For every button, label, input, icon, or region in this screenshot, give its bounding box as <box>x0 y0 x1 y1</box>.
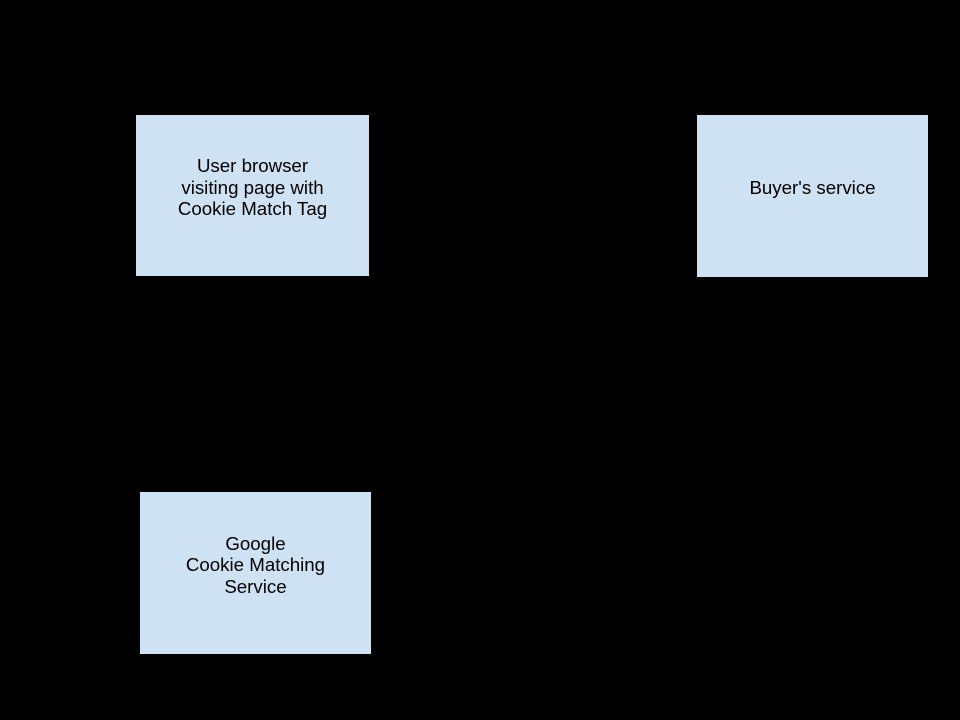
node-google-cookie-matching-service-label: Google Cookie Matching Service <box>140 533 371 598</box>
node-user-browser-label: User browser visiting page with Cookie M… <box>136 155 369 220</box>
node-label-line: Buyer's service <box>749 177 876 199</box>
node-label-line: visiting page with <box>181 176 324 198</box>
node-user-browser: User browser visiting page with Cookie M… <box>136 115 369 276</box>
node-label-line: Google <box>225 532 286 554</box>
node-label-line: Cookie Match Tag <box>177 198 328 220</box>
node-label-line: Cookie Matching <box>185 554 326 576</box>
node-label-line: Service <box>224 575 287 597</box>
node-label-line: User browser <box>196 155 309 177</box>
node-buyers-service: Buyer's service <box>697 115 928 277</box>
node-google-cookie-matching-service: Google Cookie Matching Service <box>140 492 371 654</box>
node-buyers-service-label: Buyer's service <box>697 177 928 199</box>
